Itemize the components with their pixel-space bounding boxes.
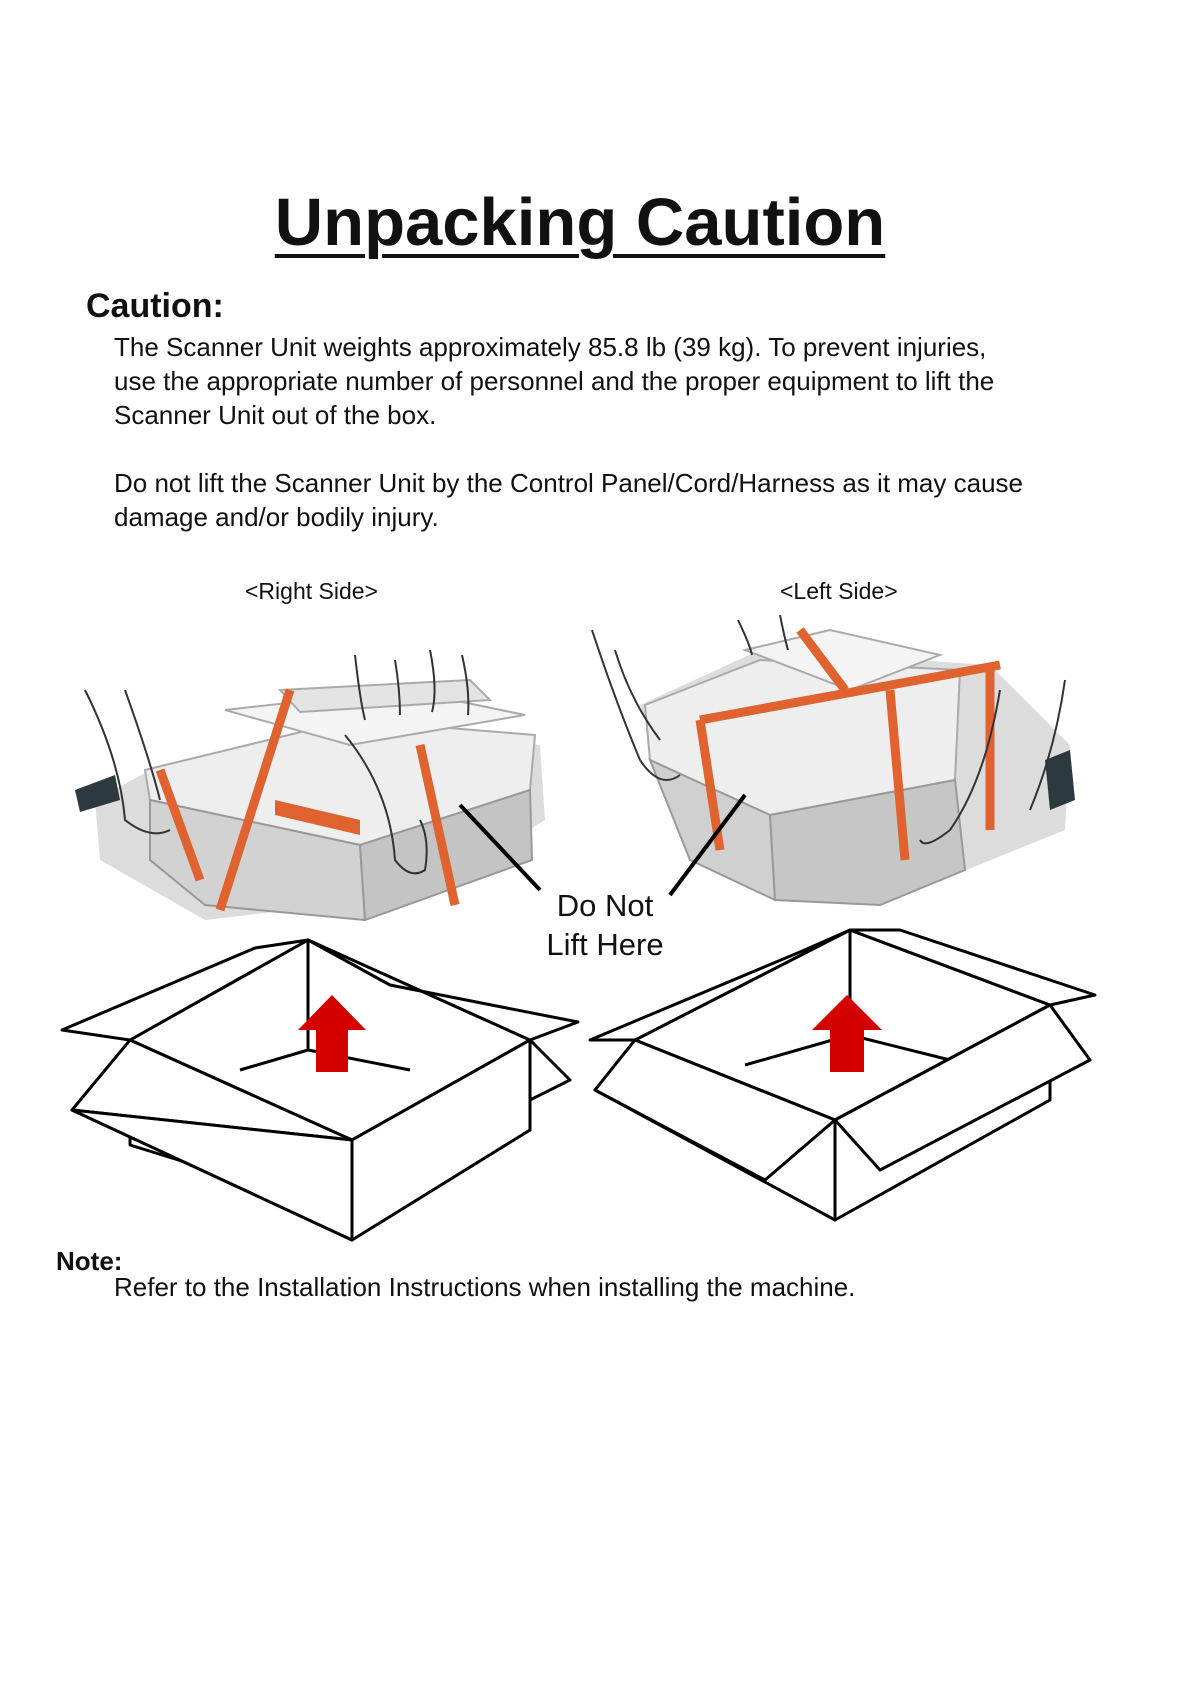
caution-line: damage and/or bodily injury. xyxy=(114,502,439,532)
left-side-label: <Left Side> xyxy=(780,578,898,604)
open-box-icon xyxy=(588,928,1097,1222)
caution-paragraph-lift: Do not lift the Scanner Unit by the Cont… xyxy=(114,466,1114,534)
caution-line: Scanner Unit out of the box. xyxy=(114,400,437,430)
note-heading: Note: xyxy=(56,1246,123,1276)
open-box-icon xyxy=(60,938,580,1242)
warning-line: Lift Here xyxy=(546,927,664,962)
caution-line: use the appropriate number of personnel … xyxy=(114,366,995,396)
note-text: Refer to the Installation Instructions w… xyxy=(114,1272,856,1302)
caution-heading: Caution: xyxy=(86,287,224,325)
do-not-lift-warning: Do Not Lift Here xyxy=(530,886,680,964)
page-title: Unpacking Caution xyxy=(274,185,886,260)
caution-paragraph-weight: The Scanner Unit weights approximately 8… xyxy=(114,330,1114,432)
up-arrow-icon xyxy=(812,995,882,1072)
caution-line: Do not lift the Scanner Unit by the Cont… xyxy=(114,468,1023,498)
up-arrow-icon xyxy=(298,995,366,1072)
scanner-unit-right-image xyxy=(75,649,545,922)
scanner-unit-left-image xyxy=(591,614,1075,907)
warning-line: Do Not xyxy=(556,888,654,923)
caution-line: The Scanner Unit weights approximately 8… xyxy=(114,332,987,362)
right-side-label: <Right Side> xyxy=(245,578,378,604)
